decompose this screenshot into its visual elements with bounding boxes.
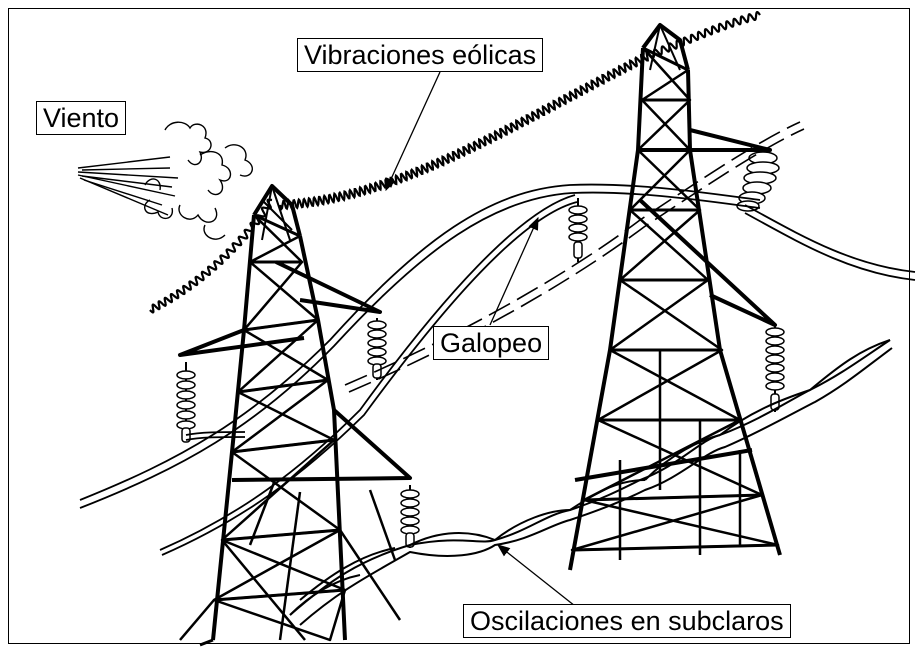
label-viento: Viento — [36, 101, 127, 135]
insulators — [176, 151, 785, 548]
aeolian-wave-segment — [278, 50, 651, 211]
aeolian-vibration-wave — [149, 11, 761, 314]
insulator-left-tower-right — [367, 318, 387, 380]
insulator-right-tower-left — [568, 198, 588, 262]
insulator-right-tower-top — [736, 151, 780, 212]
leader-subclaros — [496, 544, 576, 607]
label-oscilaciones-subclaros: Oscilaciones en subclaros — [463, 604, 791, 638]
galloping-conductor — [79, 183, 916, 556]
aeolian-wave-segment — [149, 198, 273, 314]
wind-symbol — [77, 121, 253, 240]
figure-frame — [8, 8, 910, 644]
insulator-left-tower-lower — [400, 485, 420, 548]
insulator-left-tower-left — [176, 362, 196, 443]
leader-galopeo — [489, 216, 539, 326]
label-galopeo: Galopeo — [433, 326, 550, 360]
label-vibraciones-eolicas: Vibraciones eólicas — [297, 38, 544, 72]
aeolian-wave-segment — [649, 11, 761, 59]
insulator-right-tower-lower — [765, 325, 785, 412]
dashed-conductor-position — [344, 121, 805, 393]
leader-vibraciones — [385, 71, 441, 192]
leader-lines — [385, 71, 576, 607]
left-tower — [178, 184, 412, 647]
subspan-oscillation-bundle — [289, 339, 893, 626]
right-tower — [568, 23, 782, 571]
